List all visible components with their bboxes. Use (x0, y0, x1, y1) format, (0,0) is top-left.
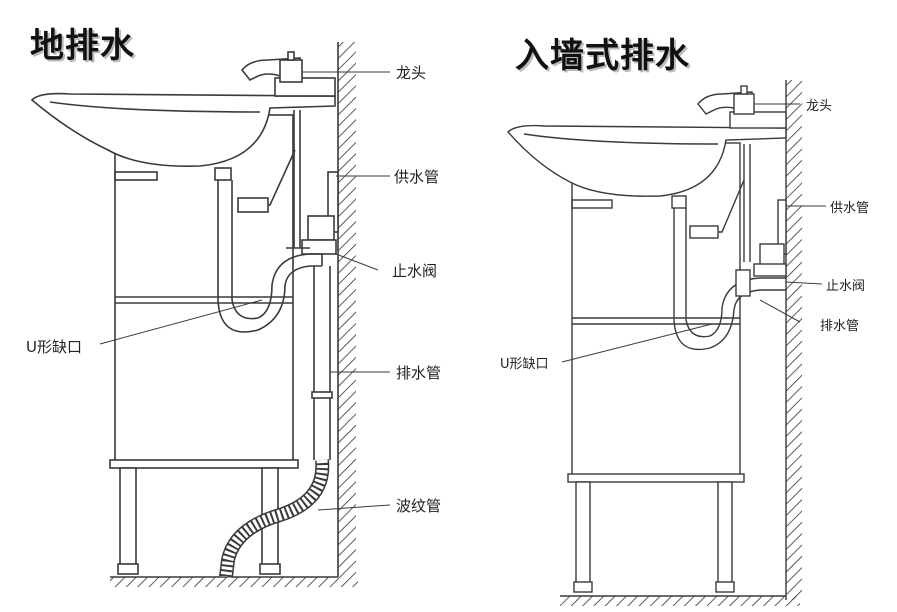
right-leg-back (717, 481, 733, 587)
left-label-drain-pipe: 排水管 (396, 364, 441, 382)
left-leg-front (119, 467, 137, 569)
right-diagram (507, 80, 826, 606)
wall-drain-title: 入墙式排水 (515, 36, 690, 76)
right-label-drain-pipe: 排水管 (820, 319, 859, 334)
right-drain-pipe (735, 269, 751, 297)
right-cabinet-handle (571, 199, 613, 209)
left-label-faucet: 龙头 (396, 64, 426, 82)
left-u-bend (217, 180, 322, 333)
right-wall-hatch (786, 80, 802, 600)
right-cabinet-base (567, 473, 745, 483)
right-stop-valve (759, 243, 785, 267)
floor-drain-title: 地排水 (30, 26, 135, 66)
right-floor-hatch (560, 596, 800, 606)
left-wall-hatch (338, 42, 356, 577)
right-label-supply-pipe: 供水管 (830, 201, 869, 216)
right-leg-front (575, 481, 591, 587)
right-counter-block (729, 111, 787, 129)
left-label-u-bend: U形缺口 (26, 338, 82, 356)
right-label-faucet: 龙头 (806, 99, 832, 114)
left-label-stop-valve: 止水阀 (392, 262, 437, 280)
left-floor-hatch (110, 577, 358, 587)
left-cabinet-base (109, 459, 299, 469)
left-stop-valve (307, 215, 335, 241)
left-label-corrugated-pipe: 波纹管 (396, 497, 441, 515)
left-cabinet (114, 114, 294, 468)
right-label-u-bend: U形缺口 (500, 357, 549, 372)
left-cabinet-handle (114, 171, 158, 181)
right-basin (507, 124, 787, 197)
left-label-supply-pipe: 供水管 (394, 168, 439, 186)
right-label-stop-valve: 止水阀 (826, 279, 865, 294)
left-diagram (30, 42, 391, 587)
